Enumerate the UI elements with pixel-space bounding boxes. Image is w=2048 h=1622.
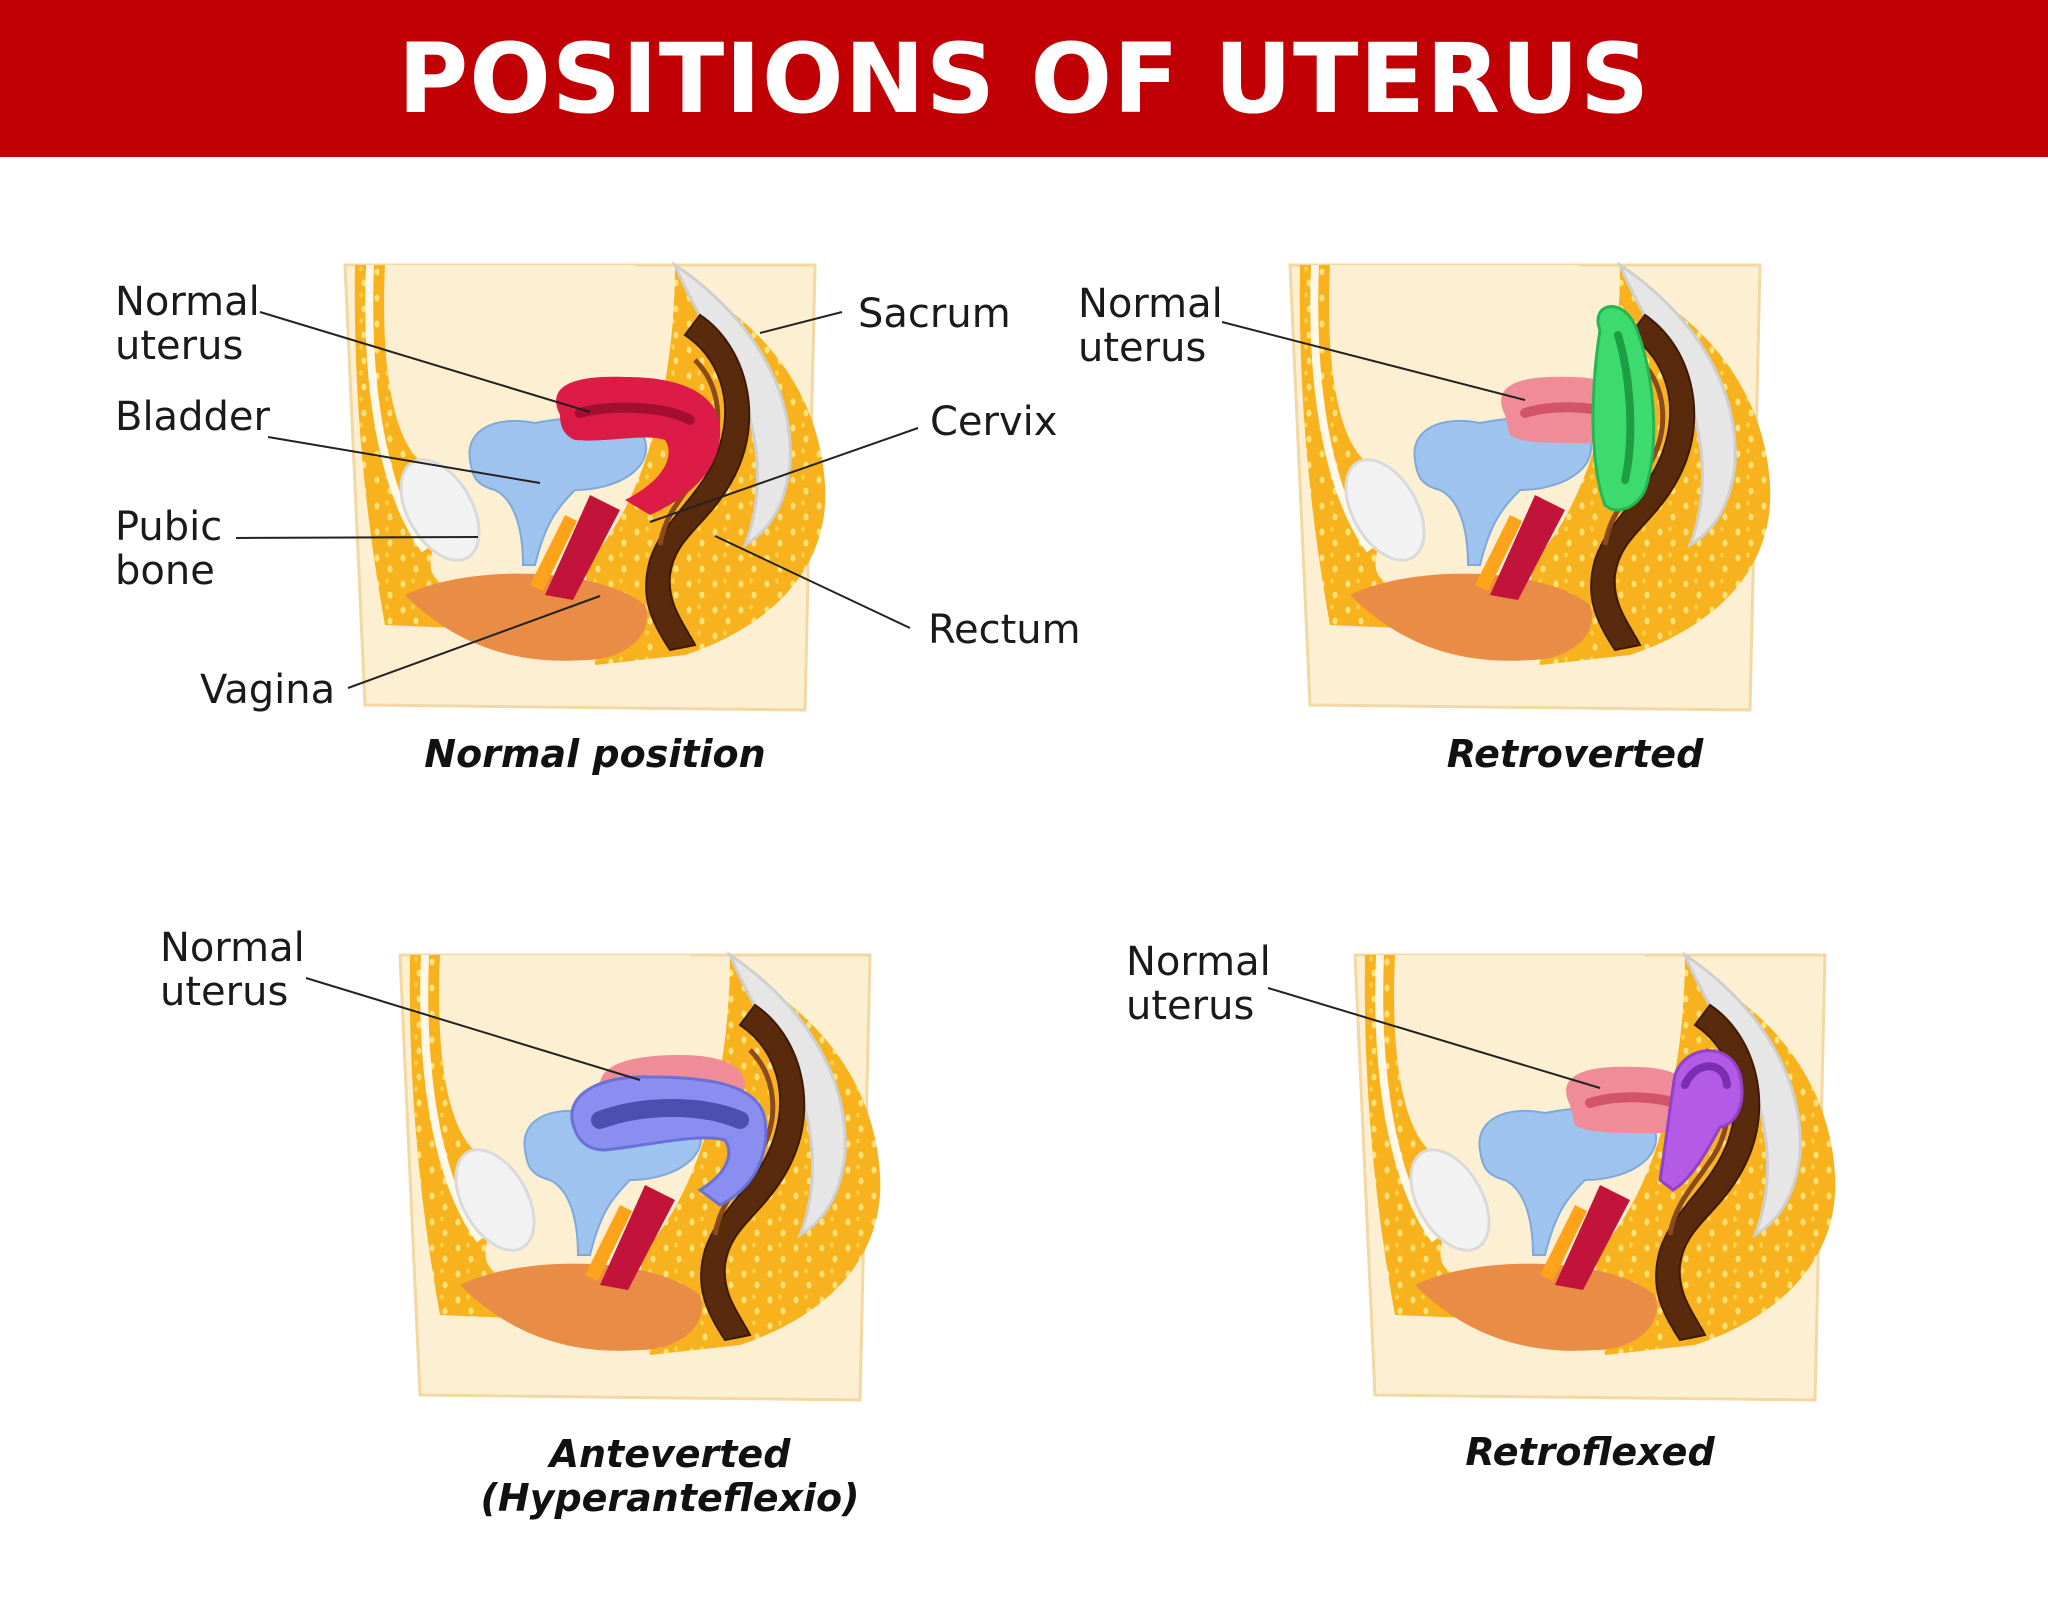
diagram-retroverted (1290, 265, 1790, 715)
label-vagina: Vagina (200, 667, 336, 713)
page-title: POSITIONS OF UTERUS (397, 22, 1651, 135)
retroflexed-uterus-shape (1658, 1049, 1744, 1192)
label-cervix: Cervix (930, 399, 1058, 445)
diagram-normal-position (345, 265, 845, 715)
label-rectum: Rectum (928, 607, 1081, 653)
caption-normal-position: Normal position (424, 732, 766, 776)
caption-anteverted: Anteverted(Hyperanteflexio) (480, 1432, 860, 1520)
title-banner: POSITIONS OF UTERUS (0, 0, 2048, 157)
diagram-retroflexed (1355, 955, 1855, 1405)
label-bladder: Bladder (115, 394, 270, 440)
caption-retroverted: Retroverted (1446, 732, 1704, 776)
retroverted-uterus-shape (1591, 305, 1656, 512)
caption-retroflexed: Retroflexed (1465, 1430, 1715, 1474)
label-sacrum: Sacrum (858, 291, 1011, 337)
diagram-anteverted (400, 955, 900, 1405)
